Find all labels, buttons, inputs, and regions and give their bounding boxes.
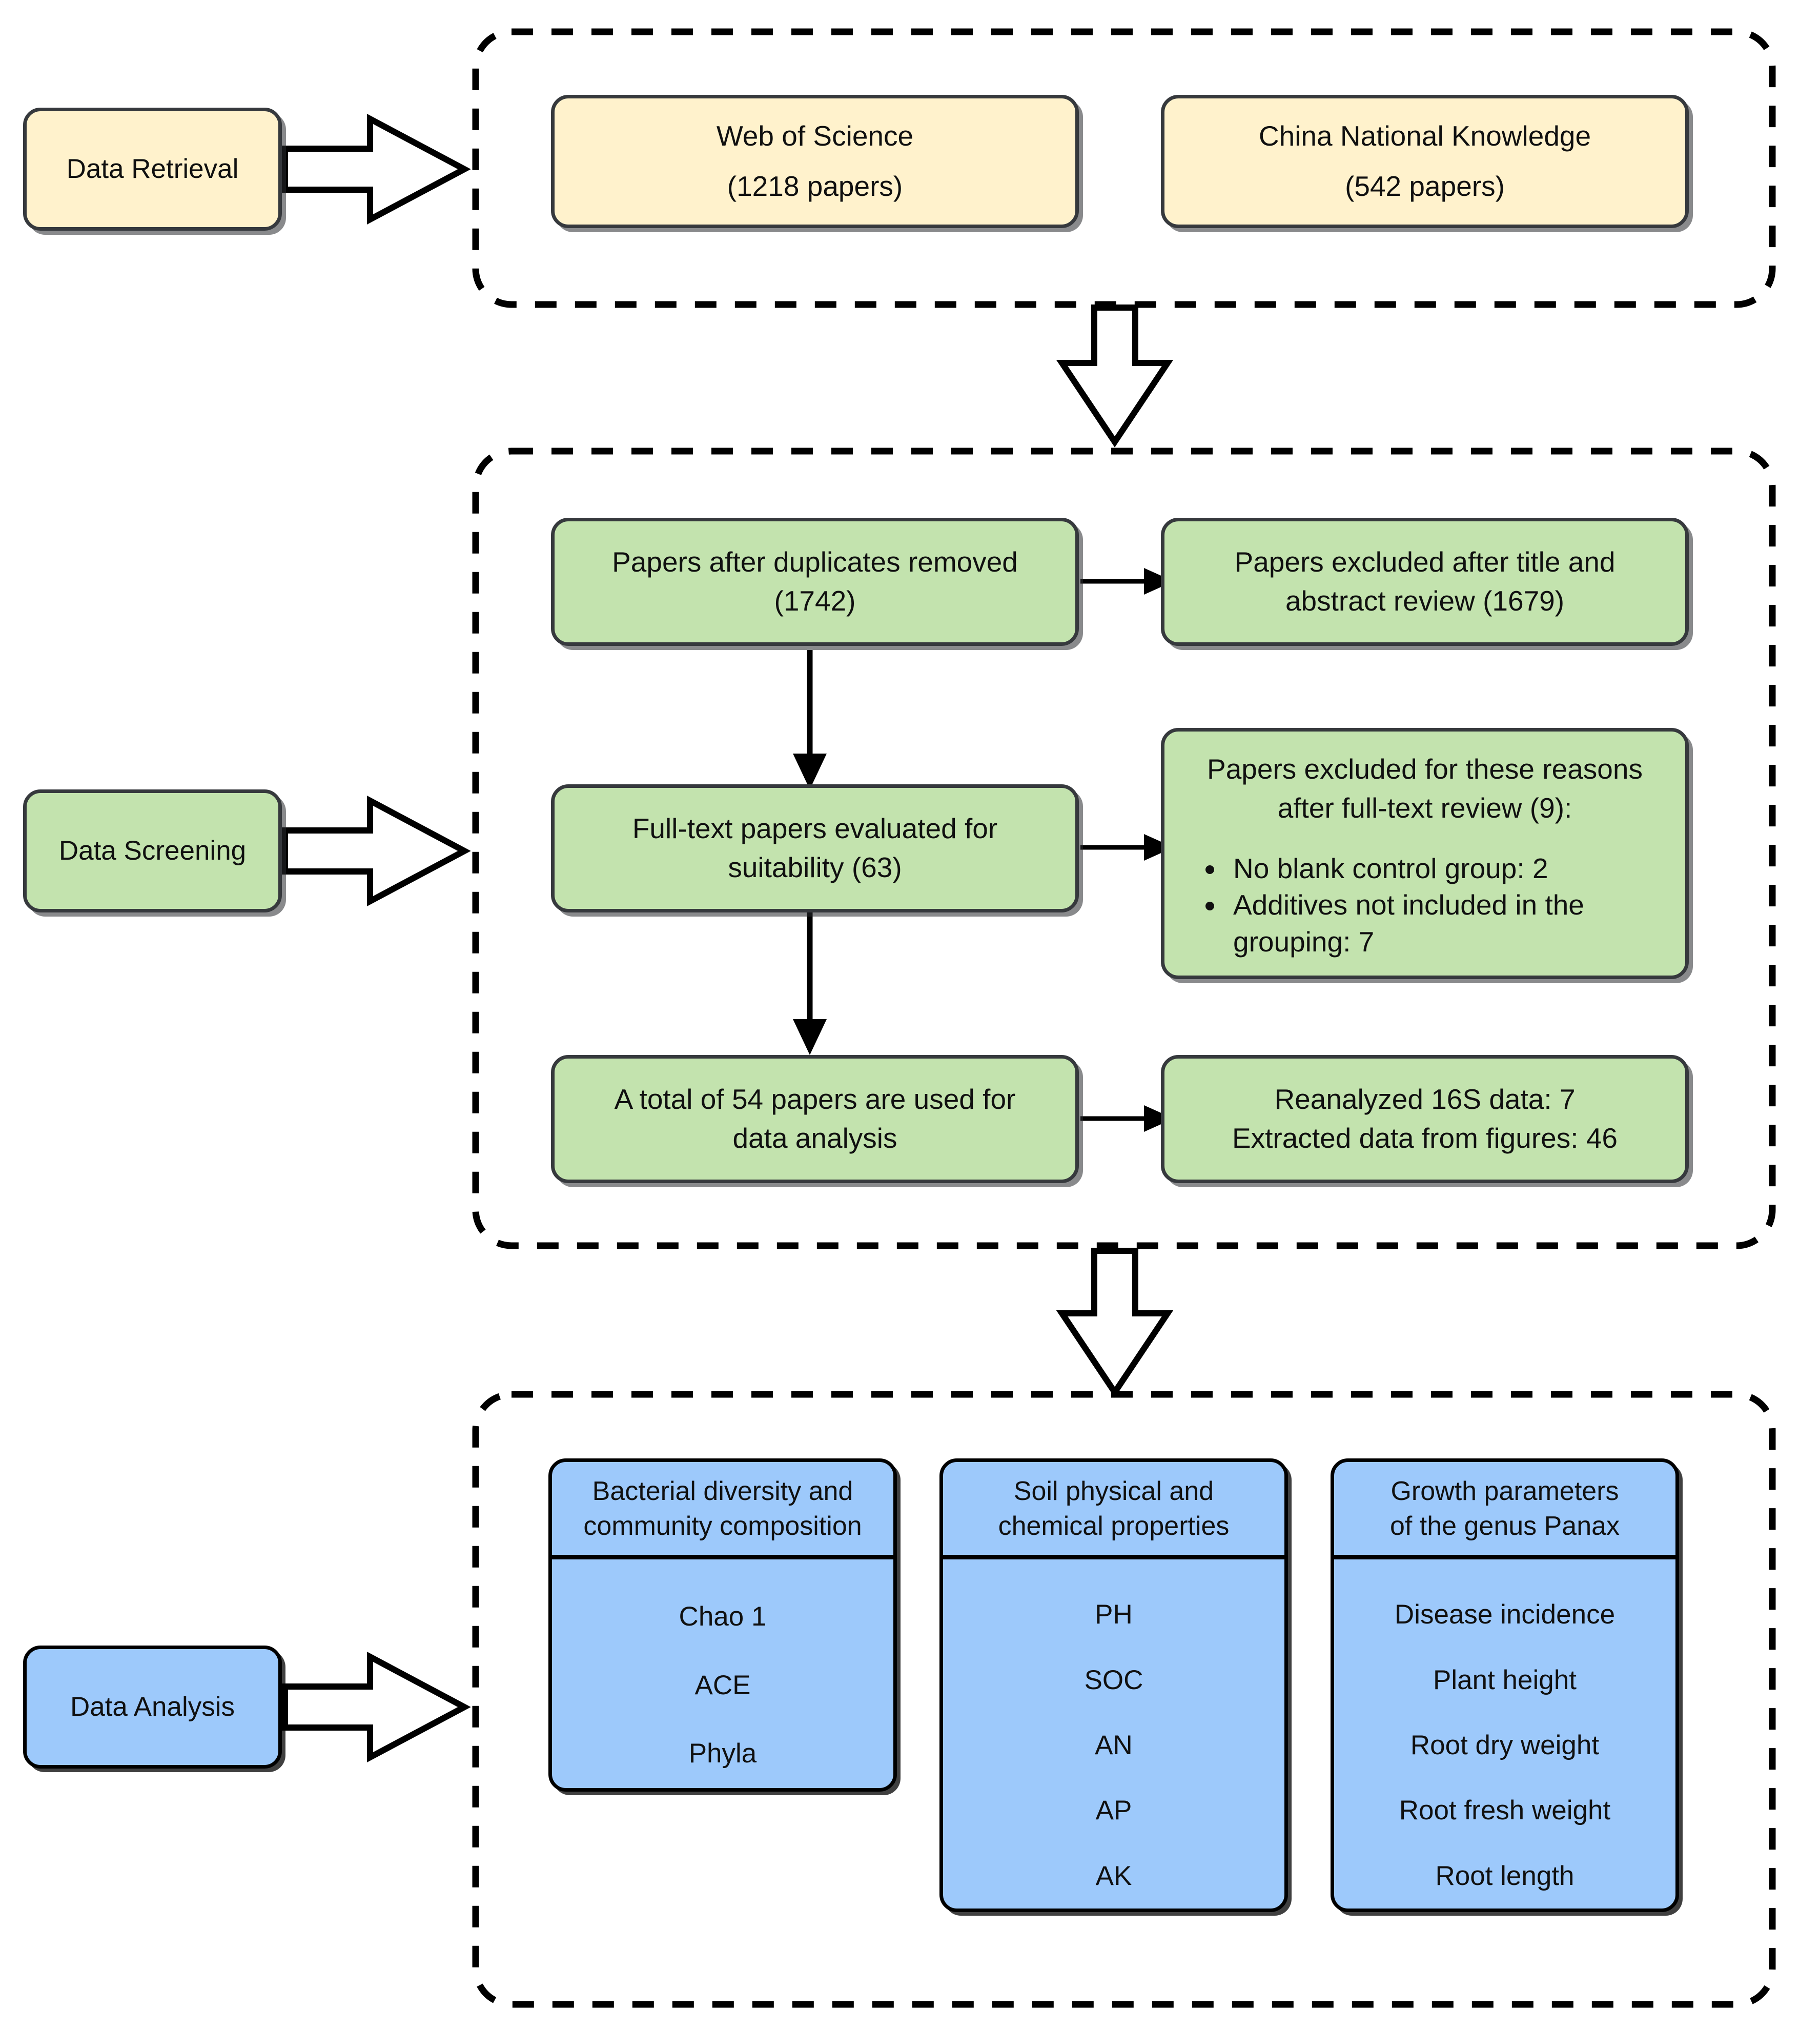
panel-item: Chao 1 bbox=[679, 1601, 767, 1632]
panel-item: AK bbox=[1095, 1860, 1132, 1891]
panel-item-list: Chao 1 ACE Phyla bbox=[552, 1559, 893, 1788]
excluded-title-line-2: abstract review (1679) bbox=[1285, 585, 1565, 617]
panel-item: PH bbox=[1095, 1599, 1133, 1630]
reason-item: Additives not included in the grouping: … bbox=[1226, 887, 1668, 960]
reason-list: No blank control group: 2 Additives not … bbox=[1226, 850, 1668, 961]
stage-label-data-analysis[interactable]: Data Analysis bbox=[23, 1646, 282, 1769]
panel-heading-line-1: Soil physical and bbox=[1013, 1476, 1214, 1506]
panel-heading-line-2: community composition bbox=[583, 1511, 862, 1541]
screening-box-fulltext-evaluated[interactable]: Full-text papers evaluated for suitabili… bbox=[551, 784, 1079, 912]
panel-item: AP bbox=[1095, 1795, 1132, 1826]
source-box-web-of-science[interactable]: Web of Science (1218 papers) bbox=[551, 95, 1079, 228]
panel-item: SOC bbox=[1084, 1664, 1143, 1695]
panel-heading-line-2: chemical properties bbox=[998, 1511, 1230, 1541]
total-used-line-2: data analysis bbox=[732, 1122, 897, 1154]
analysis-panel-soil-properties[interactable]: Soil physical and chemical properties PH… bbox=[939, 1458, 1288, 1912]
arrow-total-to-data-origin bbox=[1080, 1105, 1174, 1132]
panel-item: AN bbox=[1095, 1730, 1133, 1761]
panel-heading-line-1: Growth parameters bbox=[1390, 1476, 1619, 1506]
reason-title-line-1: Papers excluded for these reasons bbox=[1207, 753, 1643, 785]
arrow-fulltext-to-excluded-reasons bbox=[1080, 834, 1174, 861]
arrow-duplicates-to-fulltext bbox=[793, 650, 827, 789]
panel-heading: Bacterial diversity and community compos… bbox=[552, 1462, 893, 1560]
panel-heading-line-1: Bacterial diversity and bbox=[592, 1476, 853, 1506]
panel-heading: Growth parameters of the genus Panax bbox=[1334, 1462, 1675, 1560]
block-arrow-screening bbox=[282, 796, 471, 906]
source-box-china-national-knowledge[interactable]: China National Knowledge (542 papers) bbox=[1161, 95, 1689, 228]
panel-item: Phyla bbox=[688, 1738, 757, 1769]
screening-box-data-origin[interactable]: Reanalyzed 16S data: 7 Extracted data fr… bbox=[1161, 1055, 1689, 1183]
block-arrow-retrieval-to-screening bbox=[1056, 304, 1174, 448]
screening-box-excluded-title-abstract[interactable]: Papers excluded after title and abstract… bbox=[1161, 518, 1689, 646]
block-arrow-analysis bbox=[282, 1652, 471, 1762]
source-count: (542 papers) bbox=[1345, 170, 1505, 202]
excluded-title-line-1: Papers excluded after title and bbox=[1234, 546, 1615, 578]
analysis-panel-bacterial-diversity[interactable]: Bacterial diversity and community compos… bbox=[548, 1458, 897, 1792]
reason-item: No blank control group: 2 bbox=[1226, 850, 1668, 887]
data-origin-line-2: Extracted data from figures: 46 bbox=[1232, 1122, 1618, 1154]
panel-item: Root fresh weight bbox=[1399, 1795, 1611, 1826]
screening-box-total-papers-used[interactable]: A total of 54 papers are used for data a… bbox=[551, 1055, 1079, 1183]
duplicates-line-2: (1742) bbox=[774, 585, 856, 617]
total-used-line-1: A total of 54 papers are used for bbox=[614, 1083, 1016, 1115]
panel-item: Root length bbox=[1435, 1860, 1574, 1891]
source-count: (1218 papers) bbox=[727, 170, 903, 202]
duplicates-line-1: Papers after duplicates removed bbox=[612, 546, 1018, 578]
stage-label-text: Data Retrieval bbox=[66, 154, 239, 185]
panel-item: Disease incidence bbox=[1394, 1599, 1615, 1630]
block-arrow-screening-to-analysis bbox=[1056, 1248, 1174, 1398]
source-name: China National Knowledge bbox=[1258, 120, 1591, 152]
data-origin-line-1: Reanalyzed 16S data: 7 bbox=[1274, 1083, 1576, 1115]
stage-label-text: Data Analysis bbox=[70, 1692, 235, 1722]
stage-label-data-screening[interactable]: Data Screening bbox=[23, 789, 282, 912]
panel-heading-line-2: of the genus Panax bbox=[1389, 1511, 1620, 1541]
arrow-duplicates-to-excluded-title bbox=[1080, 568, 1174, 595]
stage-label-text: Data Screening bbox=[58, 836, 247, 866]
source-name: Web of Science bbox=[716, 120, 914, 152]
panel-heading: Soil physical and chemical properties bbox=[943, 1462, 1284, 1560]
panel-item-list: Disease incidence Plant height Root dry … bbox=[1334, 1559, 1675, 1909]
panel-item: Plant height bbox=[1433, 1664, 1577, 1695]
fulltext-line-1: Full-text papers evaluated for bbox=[632, 813, 998, 845]
reason-title-line-2: after full-text review (9): bbox=[1277, 791, 1572, 824]
panel-item: ACE bbox=[694, 1670, 751, 1700]
panel-item-list: PH SOC AN AP AK bbox=[943, 1559, 1284, 1909]
screening-box-duplicates-removed[interactable]: Papers after duplicates removed (1742) bbox=[551, 518, 1079, 646]
fulltext-line-2: suitability (63) bbox=[728, 851, 902, 883]
panel-item: Root dry weight bbox=[1410, 1730, 1600, 1761]
screening-box-excluded-fulltext-reasons[interactable]: Papers excluded for these reasons after … bbox=[1161, 728, 1689, 979]
stage-label-data-retrieval[interactable]: Data Retrieval bbox=[23, 108, 282, 231]
arrow-fulltext-to-total bbox=[793, 908, 827, 1055]
analysis-panel-growth-parameters[interactable]: Growth parameters of the genus Panax Dis… bbox=[1331, 1458, 1679, 1912]
block-arrow-retrieval bbox=[282, 114, 471, 225]
